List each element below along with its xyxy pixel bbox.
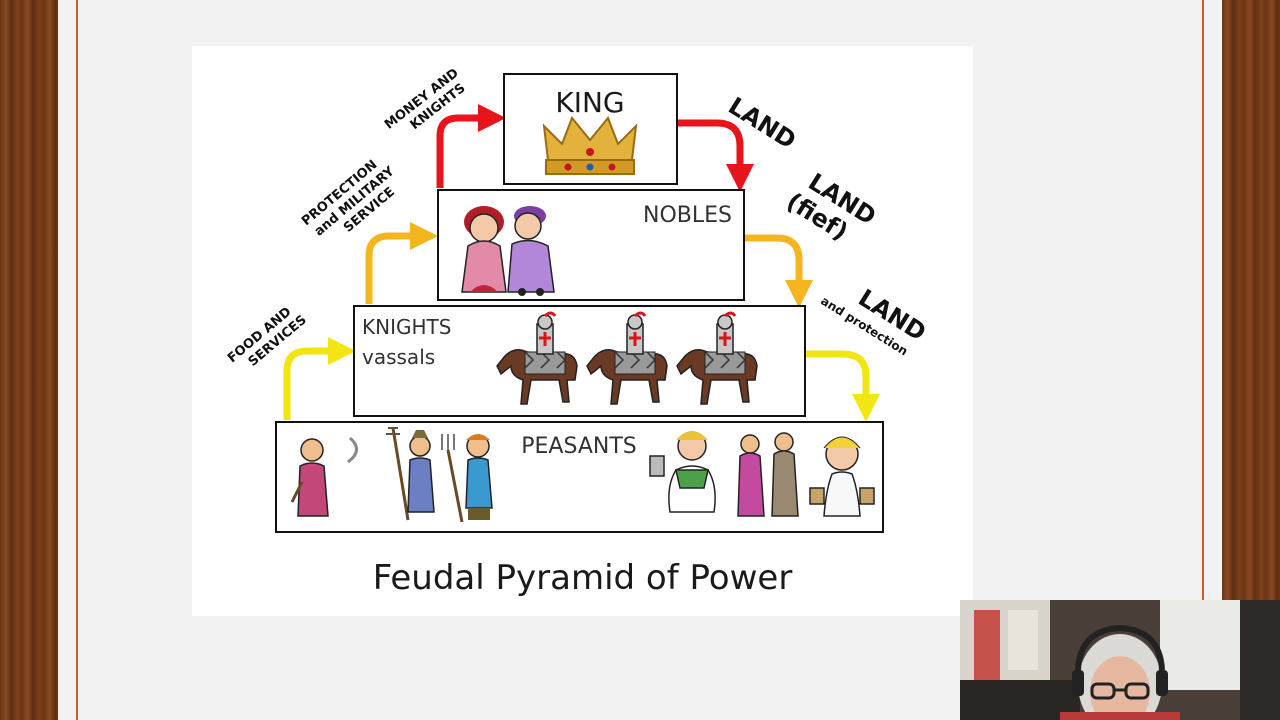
land-caption: LAND	[723, 92, 800, 155]
king-label: KING	[555, 86, 624, 119]
knights-label: KNIGHTS	[362, 315, 451, 339]
arrow-land-fief	[745, 234, 813, 308]
vassals-label: vassals	[362, 345, 435, 369]
nobles-figures-icon	[461, 206, 555, 296]
feudal-pyramid-picture: KING NOBLES KNIGHTS vassals	[192, 46, 973, 616]
pyramid-diagram: KING NOBLES KNIGHTS vassals	[225, 66, 931, 533]
slide-title: Feudal Pyramid of Power	[372, 558, 793, 598]
webcam-overlay	[960, 600, 1280, 720]
land-fief-caption: LAND (fief)	[782, 168, 881, 246]
arrow-land-protection	[806, 350, 880, 422]
food-services-caption: FOOD AND SERVICES	[225, 304, 310, 369]
horse-knight-icon	[586, 311, 668, 405]
presenter-video-icon	[960, 600, 1280, 720]
arrow-land-king	[678, 119, 754, 192]
arrow-protection-military	[365, 222, 438, 304]
peasant-figures-icon	[290, 427, 875, 523]
money-knights-caption: MONEY AND KNIGHTS	[382, 66, 468, 133]
arrow-food-services	[283, 337, 356, 420]
horse-knight-icon	[676, 311, 758, 405]
wood-background-left	[0, 0, 60, 720]
nobles-label: NOBLES	[643, 203, 732, 228]
arrow-money-knights	[436, 104, 506, 188]
peasants-label: PEASANTS	[521, 434, 637, 459]
land-protection-caption: LAND and protection	[818, 284, 931, 359]
svg-text:LAND: LAND	[723, 92, 800, 155]
crown-icon	[542, 116, 638, 175]
horse-knight-icon	[496, 311, 578, 405]
